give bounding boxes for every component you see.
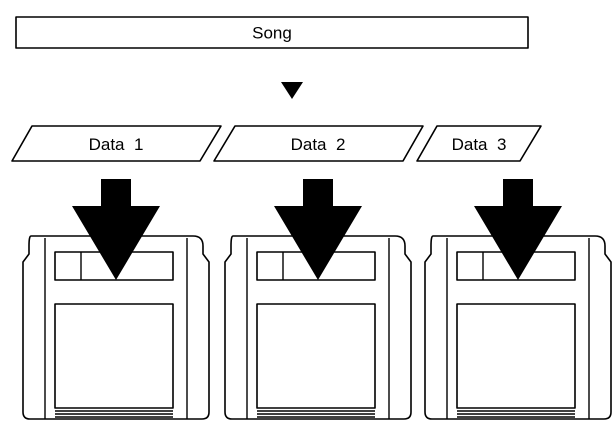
down-triangle-icon [281, 82, 303, 99]
floppy-disk-icon [424, 235, 612, 420]
song-label: Song [252, 24, 292, 43]
data-block-3-label: Data 3 [452, 135, 507, 154]
down-arrow-icon [72, 179, 160, 280]
down-arrow-icon [274, 179, 362, 280]
down-arrow-icon [474, 179, 562, 280]
data-block-3: Data 3 [416, 125, 542, 162]
data-block-2-label: Data 2 [291, 135, 346, 154]
data-block-1: Data 1 [11, 125, 222, 162]
floppy-disk-icon [224, 235, 412, 420]
data-block-2: Data 2 [213, 125, 424, 162]
song-box: Song [15, 16, 529, 49]
data-block-1-label: Data 1 [89, 135, 144, 154]
floppy-disk-icon [22, 235, 210, 420]
